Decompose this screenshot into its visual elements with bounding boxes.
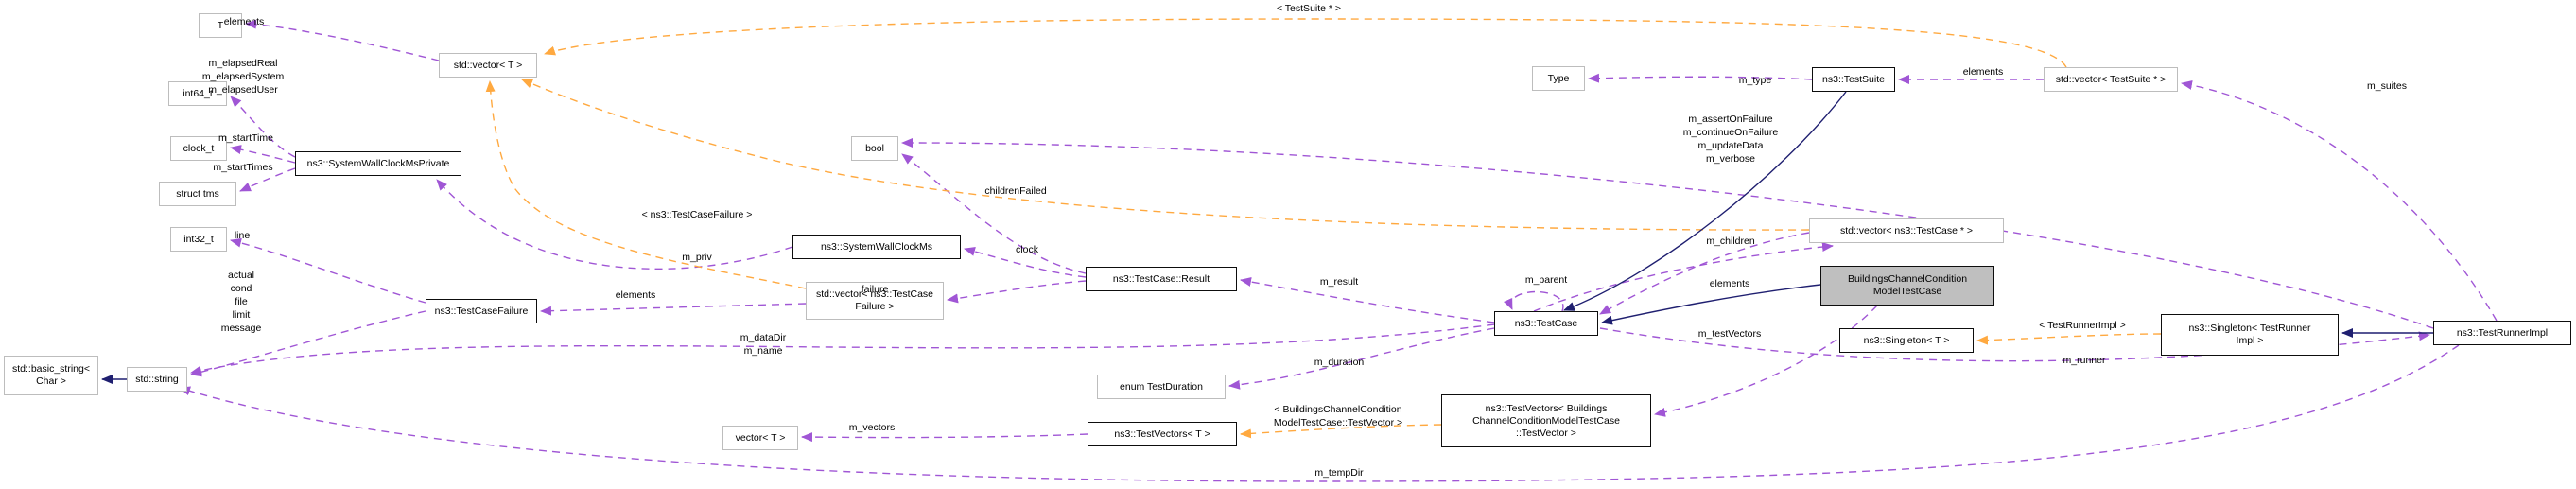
edge-label-datadir-name: m_dataDir m_name: [740, 332, 787, 357]
enum-testduration-node[interactable]: enum TestDuration: [1097, 375, 1226, 399]
edge-label-clock: clock: [1016, 244, 1038, 255]
edge-label-m-suites: m_suites: [2366, 80, 2408, 92]
diagram-edge: [1504, 290, 1564, 312]
buildings-channel-condition-model-testcase-node: BuildingsChannelCondition ModelTestCase: [1820, 266, 1994, 306]
edge-label-failure: failure: [861, 284, 889, 295]
diagram-edge: [964, 247, 1087, 278]
diagram-edge: [544, 18, 2067, 68]
testvectors-buildings-node[interactable]: ns3::TestVectors< Buildings ChannelCondi…: [1441, 394, 1651, 447]
edge-label-tmpl-buildings-testvector: < BuildingsChannelCondition ModelTestCas…: [1273, 404, 1403, 428]
singleton-testrunnerimpl-node[interactable]: ns3::Singleton< TestRunner Impl >: [2161, 314, 2339, 356]
diagram-edge: [540, 303, 807, 316]
singleton-t-node[interactable]: ns3::Singleton< T >: [1839, 328, 1974, 353]
testcase-result-node[interactable]: ns3::TestCase::Result: [1086, 267, 1237, 291]
diagram-edge: [901, 137, 2434, 329]
struct-tms-node[interactable]: struct tms: [159, 182, 236, 206]
edge-label-childrenfailed: childrenFailed: [984, 185, 1047, 197]
diagram-edge: [190, 310, 426, 377]
testvectors-t-node[interactable]: ns3::TestVectors< T >: [1088, 422, 1237, 446]
system-wall-clock-ms-node[interactable]: ns3::SystemWallClockMs: [792, 235, 961, 259]
diagram-edge: [179, 344, 2460, 482]
testcase-node[interactable]: ns3::TestCase: [1494, 311, 1598, 336]
edge-label-m-vectors: m_vectors: [848, 422, 896, 433]
edge-label-elements-testsuite: elements: [1962, 66, 2004, 78]
int64-t-node[interactable]: int64_t: [168, 81, 227, 106]
diagram-edge: [1654, 305, 1878, 417]
edge-label-line: line: [234, 230, 251, 241]
diagram-edge: [1533, 242, 1834, 312]
edge-label-runner-flags: m_assertOnFailure m_continueOnFailure m_…: [1682, 114, 1779, 165]
edge-label-m-result: m_result: [1319, 276, 1359, 288]
std-vector-t-node[interactable]: std::vector< T >: [439, 53, 537, 78]
edge-label-elements-tcf: elements: [615, 289, 656, 301]
edge-label-tmpl-testrunnerimpl: < TestRunnerImpl >: [2039, 320, 2126, 331]
edge-label-tmpl-testcasefailure: < ns3::TestCaseFailure >: [641, 209, 753, 220]
diagram-edge: [230, 145, 296, 164]
edge-label-elements-t: elements: [223, 16, 265, 27]
system-wall-clock-ms-private-node[interactable]: ns3::SystemWallClockMsPrivate: [295, 151, 461, 176]
diagram-edge: [801, 432, 1088, 443]
vector-t-node[interactable]: vector< T >: [722, 426, 798, 450]
std-vector-testsuite-ptr-node[interactable]: std::vector< TestSuite * >: [2044, 67, 2178, 92]
edge-label-m-parent: m_parent: [1524, 274, 1568, 286]
type-node[interactable]: Type: [1532, 66, 1585, 91]
edge-label-m-type: m_type: [1738, 75, 1772, 86]
diagram-edge: [947, 280, 1087, 304]
edge-label-failure-fields: actual cond file limit message: [220, 270, 262, 334]
diagram-edge: [1976, 333, 2162, 345]
clock-t-node[interactable]: clock_t: [170, 136, 227, 161]
edge-label-m-runner: m_runner: [2063, 355, 2106, 366]
edge-label-m-tempdir: m_tempDir: [1314, 467, 1364, 479]
edge-label-elapsed-fields: m_elapsedReal m_elapsedSystem m_elapsedU…: [201, 58, 285, 96]
diagram-edge: [190, 323, 1495, 375]
edge-label-m-starttime: m_startTime: [218, 132, 273, 144]
diagram-edge: [239, 167, 296, 192]
diagram-edge: [245, 19, 440, 61]
std-vector-testcase-ptr-node[interactable]: std::vector< ns3::TestCase * >: [1809, 218, 2004, 243]
diagram-edge: [485, 80, 807, 289]
t-type-node[interactable]: T: [199, 13, 242, 38]
diagram-edge: [1599, 232, 1810, 315]
diagram-edge: [1240, 277, 1495, 323]
bool-node[interactable]: bool: [851, 136, 898, 161]
diagram-edge: [1240, 424, 1442, 439]
diagram-edge: [1228, 327, 1495, 390]
diagram-edge: [2181, 80, 2498, 322]
edge-label-tmpl-testsuite-ptr: < TestSuite * >: [1276, 3, 1342, 14]
diagram-edge: [521, 79, 1810, 231]
diagram-edge: [1563, 91, 1847, 311]
edge-label-m-starttimes: m_startTimes: [213, 162, 273, 173]
int32-t-node[interactable]: int32_t: [170, 227, 227, 252]
edge-label-m-priv: m_priv: [682, 252, 712, 263]
diagram-edge: [436, 179, 793, 271]
diagram-edge: [230, 96, 296, 158]
edge-label-m-duration: m_duration: [1314, 357, 1365, 368]
std-basic-string-node[interactable]: std::basic_string< Char >: [4, 356, 98, 395]
edge-label-m-testvectors: m_testVectors: [1697, 328, 1762, 340]
testsuite-node[interactable]: ns3::TestSuite: [1812, 67, 1895, 92]
std-string-node[interactable]: std::string: [127, 367, 187, 392]
std-vector-testcasefailure-node[interactable]: std::vector< ns3::TestCase Failure >: [806, 282, 944, 320]
testcasefailure-node[interactable]: ns3::TestCaseFailure: [426, 299, 537, 323]
diagram-edge: [901, 153, 1087, 274]
diagram-edge: [1588, 73, 1813, 83]
edge-label-m-children: m_children: [1706, 236, 1755, 247]
diagram-edge: [1601, 284, 1821, 325]
diagram-edge: [230, 237, 426, 304]
testrunnerimpl-node[interactable]: ns3::TestRunnerImpl: [2433, 321, 2571, 345]
edge-label-elements-testcase: elements: [1709, 278, 1750, 289]
